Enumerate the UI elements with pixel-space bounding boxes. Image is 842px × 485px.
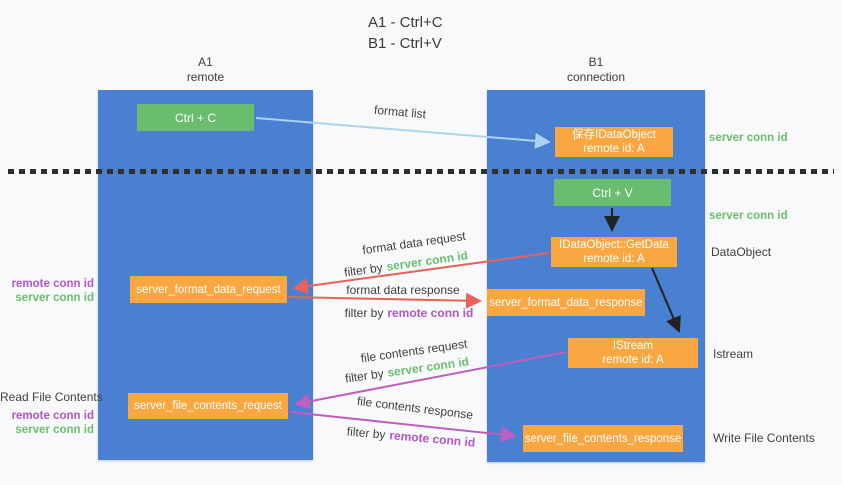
diagram-title: A1 - Ctrl+C B1 - Ctrl+V [368, 12, 443, 54]
annotation-server-conn-id-mid: server conn id [709, 210, 788, 222]
phase-divider-dotted-line [8, 169, 834, 174]
node-save-idataobject-line1: 保存IDataObject [572, 129, 656, 141]
node-file-request-label: server_file_contents_request [134, 400, 282, 412]
filter-prefix-4: filter by [346, 424, 387, 442]
lane-b1-name: B1 [588, 55, 604, 69]
node-getdata-line2: remote id: A [583, 253, 645, 265]
filter-key-remote-conn-id-2: remote conn id [388, 428, 476, 450]
node-server-file-contents-response: server_file_contents_response [523, 425, 683, 452]
label-file-contents-response-text: file contents response [356, 393, 474, 423]
filter-prefix-1: filter by [343, 260, 384, 280]
annotation-dataobject: DataObject [711, 245, 772, 259]
node-file-response-label: server_file_contents_response [524, 432, 682, 445]
annotation-server-conn-id-top: server conn id [709, 132, 788, 144]
node-save-idataobject: 保存IDataObject remote id: A [555, 127, 673, 157]
arrow-format-data-response [287, 292, 482, 309]
lane-a1-name: A1 [198, 55, 213, 69]
filter-prefix-3: filter by [344, 366, 385, 386]
title-line-1: A1 - Ctrl+C [368, 14, 443, 31]
lane-a1-subtitle: remote [186, 70, 225, 84]
node-istream: IStream remote id: A [568, 338, 698, 368]
node-server-format-data-request: server_format_data_request [130, 276, 287, 303]
node-ctrl-v-label: Ctrl + V [592, 185, 633, 200]
node-format-request-label: server_format_data_request [136, 283, 281, 296]
lane-header-b1: B1 connection [487, 55, 705, 85]
node-ctrl-c: Ctrl + C [137, 104, 254, 131]
node-idataobject-getdata: IDataObject::GetData remote id: A [551, 237, 677, 267]
node-istream-line1: IStream [612, 340, 654, 352]
lane-header-a1: A1 remote [98, 55, 313, 85]
node-ctrl-v: Ctrl + V [554, 179, 671, 206]
label-format-data-response: format data response [346, 283, 459, 297]
title-line-2: B1 - Ctrl+V [368, 35, 442, 52]
node-server-file-contents-request: server_file_contents_request [128, 393, 288, 419]
node-ctrl-c-label: Ctrl + C [174, 110, 216, 125]
filter-prefix-2: filter by [344, 306, 384, 320]
lane-b1-subtitle: connection [566, 70, 626, 84]
annotation-read-file-contents: Read File Contents [0, 390, 103, 404]
label-file-contents-response: file contents response [356, 394, 474, 422]
node-istream-line2: remote id: A [602, 354, 664, 366]
node-getdata-line1: IDataObject::GetData [559, 239, 669, 251]
label-format-list: format list [373, 103, 426, 121]
label-format-list-text: format list [373, 102, 427, 122]
annotation-remote-conn-id-left2: remote conn id [11, 410, 94, 422]
label-format-data-response-text: format data response [346, 283, 460, 297]
annotation-remote-conn-id-left1: remote conn id [11, 278, 94, 290]
annotation-server-conn-id-left1: server conn id [15, 292, 94, 304]
node-format-response-label: server_format_data_response [489, 296, 643, 309]
filter-key-remote-conn-id-1: remote conn id [387, 306, 474, 320]
node-server-format-data-response: server_format_data_response [487, 289, 645, 316]
annotation-istream: Istream [713, 347, 754, 361]
node-save-idataobject-line2: remote id: A [583, 143, 645, 155]
annotation-server-conn-id-left2: server conn id [15, 424, 94, 436]
annotation-write-file-contents: Write File Contents [713, 431, 815, 445]
